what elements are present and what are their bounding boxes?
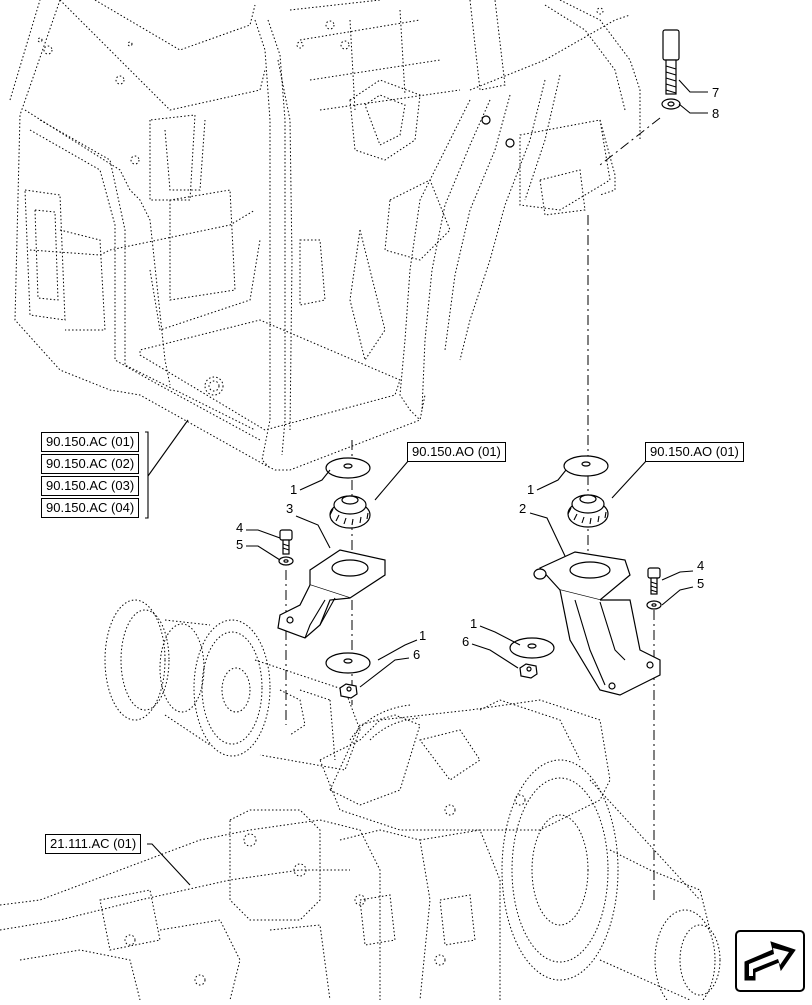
- right-upper-washer: [563, 455, 609, 477]
- left-mount-reference-link[interactable]: 90.150.AO (01): [407, 442, 506, 462]
- left-upper-washer: [325, 457, 371, 479]
- right-bolt: [647, 567, 661, 595]
- callout-right-nut: 6: [462, 634, 470, 649]
- axle-reference-link[interactable]: 21.111.AC (01): [45, 834, 142, 854]
- left-lower-washer: [325, 652, 371, 674]
- cab-reference-link-4[interactable]: 90.150.AC (04): [41, 498, 140, 518]
- callout-right-upper-washer: 1: [527, 482, 535, 497]
- callout-right-bolt: 4: [697, 558, 705, 573]
- cab-reference-link-1[interactable]: 90.150.AC (01): [41, 432, 140, 452]
- right-small-washer: [646, 600, 662, 610]
- top-washer: [661, 98, 681, 110]
- right-bracket: [533, 551, 661, 696]
- callout-bolt: 7: [712, 85, 720, 100]
- left-rubber-mount: [329, 495, 371, 529]
- left-bolt: [279, 529, 293, 555]
- callout-left-small-washer: 5: [236, 537, 244, 552]
- cab-reference-link-2[interactable]: 90.150.AC (02): [41, 454, 140, 474]
- right-nut: [519, 663, 538, 679]
- callout-right-lower-washer: 1: [470, 616, 478, 631]
- callout-left-bolt: 4: [236, 520, 244, 535]
- leader-lines: [145, 79, 708, 886]
- callout-left-nut: 6: [413, 647, 421, 662]
- top-bolt: [662, 29, 680, 95]
- callout-washer: 8: [712, 106, 720, 121]
- left-small-washer: [278, 556, 294, 566]
- cab-reference-link-3[interactable]: 90.150.AC (03): [41, 476, 140, 496]
- right-rubber-mount: [567, 494, 609, 528]
- callout-left-lower-washer: 1: [419, 628, 427, 643]
- callout-left-bracket: 3: [286, 501, 294, 516]
- cab-frame-drawing: [9, 0, 641, 471]
- axle-housing-drawing: [0, 599, 721, 1005]
- navigate-arrow-button[interactable]: [735, 930, 805, 992]
- navigate-arrow-icon: [744, 941, 796, 981]
- callout-right-bracket: 2: [519, 501, 527, 516]
- left-nut: [339, 683, 358, 699]
- left-bracket: [277, 549, 386, 639]
- callout-left-upper-washer: 1: [290, 482, 298, 497]
- right-mount-reference-link[interactable]: 90.150.AO (01): [645, 442, 744, 462]
- right-lower-washer: [509, 637, 555, 659]
- callout-right-small-washer: 5: [697, 576, 705, 591]
- parts: [277, 29, 681, 699]
